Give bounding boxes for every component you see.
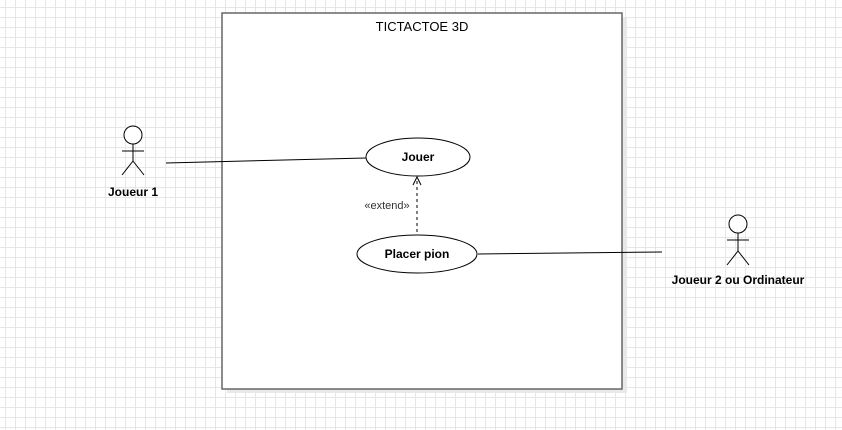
use-case-jouer[interactable]: Jouer [365,137,471,177]
actor-label: Joueur 2 ou Ordinateur [672,273,805,287]
use-case-label: Jouer [402,150,435,164]
association-player1-jouer[interactable] [165,157,367,164]
actor-left-leg [121,160,134,176]
system-boundary[interactable] [221,12,623,390]
actor-right-leg [132,160,145,176]
extend-label: «extend» [364,200,409,212]
actor-label: Joueur 1 [108,185,158,199]
system-title: TICTACTOE 3D [376,19,469,34]
use-case-placer-pion[interactable]: Placer pion [356,234,478,274]
actor-left-leg [726,250,739,266]
actor-player2[interactable]: Joueur 2 ou Ordinateur [672,214,805,287]
actor-player1[interactable]: Joueur 1 [108,125,158,199]
actor-head [123,125,143,145]
actor-right-leg [737,250,750,266]
use-case-label: Placer pion [385,247,450,261]
use-case-shape [365,137,471,177]
association-player2-placer-pion[interactable] [477,251,663,255]
extend-arrowhead [412,175,422,186]
actor-head [728,214,748,234]
use-case-shape [356,234,478,274]
